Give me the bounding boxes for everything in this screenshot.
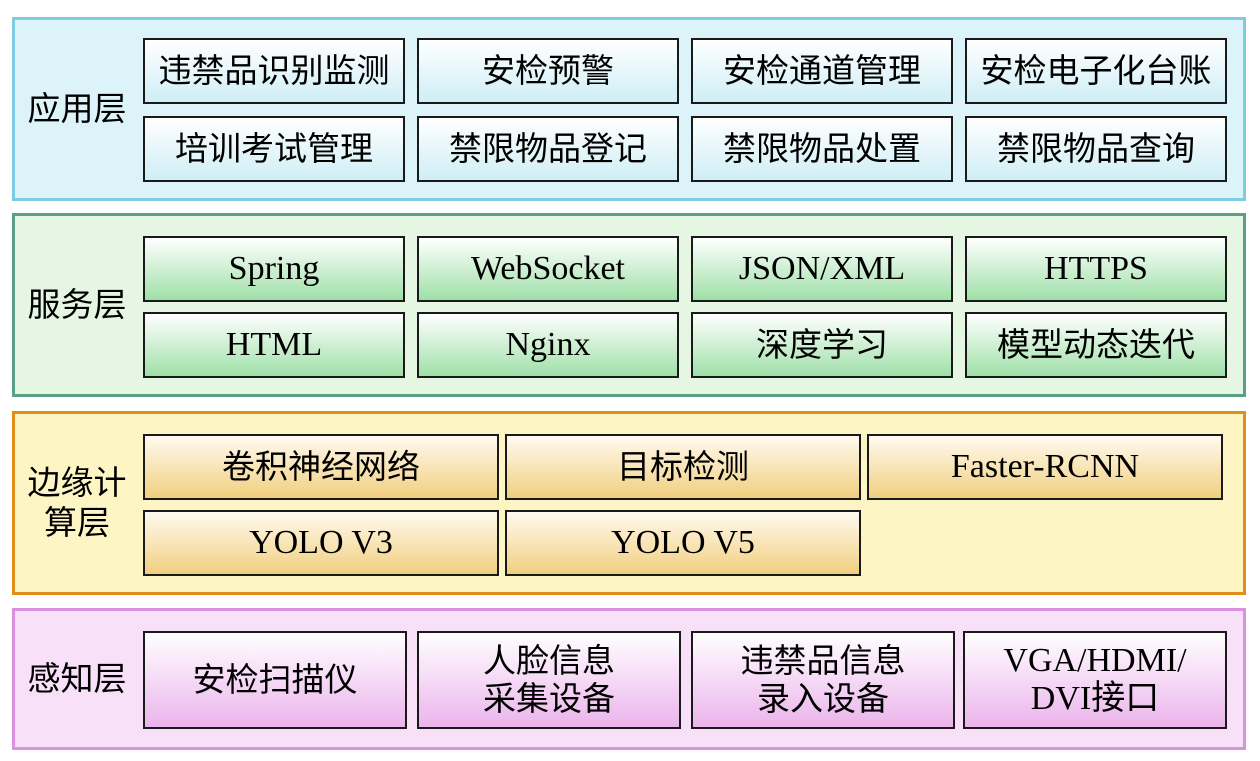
- box-https: HTTPS: [965, 236, 1227, 302]
- box-training-exam-management: 培训考试管理: [143, 116, 405, 182]
- service-layer: 服务层 Spring WebSocket JSON/XML HTTPS HTML…: [12, 213, 1246, 397]
- box-model-dynamic-iteration: 模型动态迭代: [965, 312, 1227, 378]
- box-spring: Spring: [143, 236, 405, 302]
- box-object-detection: 目标检测: [505, 434, 861, 500]
- box-security-alert: 安检预警: [417, 38, 679, 104]
- application-layer-label: 应用层: [27, 89, 127, 128]
- edge-computing-layer: 边缘计 算层 卷积神经网络 目标检测 Faster-RCNN YOLO V3 Y…: [12, 411, 1246, 595]
- box-json-xml: JSON/XML: [691, 236, 953, 302]
- box-yolo-v3: YOLO V3: [143, 510, 499, 576]
- box-deep-learning: 深度学习: [691, 312, 953, 378]
- perception-layer: 感知层 安检扫描仪 人脸信息 采集设备 违禁品信息 录入设备 VGA/HDMI/…: [12, 608, 1246, 750]
- box-restricted-item-registration: 禁限物品登记: [417, 116, 679, 182]
- box-nginx: Nginx: [417, 312, 679, 378]
- box-restricted-item-query: 禁限物品查询: [965, 116, 1227, 182]
- box-faster-rcnn: Faster-RCNN: [867, 434, 1223, 500]
- edge-computing-layer-label: 边缘计 算层: [27, 463, 127, 542]
- box-contraband-identification: 违禁品识别监测: [143, 38, 405, 104]
- box-restricted-item-disposal: 禁限物品处置: [691, 116, 953, 182]
- box-websocket: WebSocket: [417, 236, 679, 302]
- box-html: HTML: [143, 312, 405, 378]
- service-layer-label: 服务层: [27, 285, 127, 324]
- box-security-channel-management: 安检通道管理: [691, 38, 953, 104]
- box-electronic-ledger: 安检电子化台账: [965, 38, 1227, 104]
- box-contraband-entry-device: 违禁品信息 录入设备: [691, 631, 955, 729]
- application-layer: 应用层 违禁品识别监测 安检预警 安检通道管理 安检电子化台账 培训考试管理 禁…: [12, 17, 1246, 201]
- box-security-scanner: 安检扫描仪: [143, 631, 407, 729]
- box-cnn: 卷积神经网络: [143, 434, 499, 500]
- perception-layer-label: 感知层: [27, 659, 127, 698]
- box-face-capture-device: 人脸信息 采集设备: [417, 631, 681, 729]
- box-vga-hdmi-dvi-interface: VGA/HDMI/ DVI接口: [963, 631, 1227, 729]
- box-yolo-v5: YOLO V5: [505, 510, 861, 576]
